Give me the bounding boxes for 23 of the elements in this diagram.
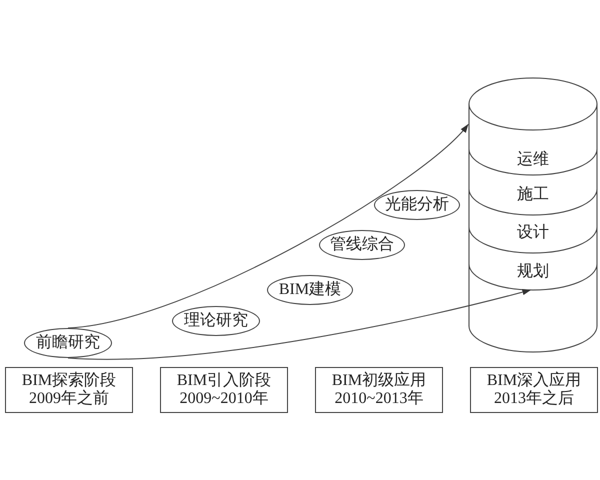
phase-period: 2009年之前 <box>29 390 109 408</box>
phase-period: 2010~2013年 <box>334 390 424 408</box>
phase-title: BIM探索阶段 <box>22 372 116 390</box>
layer-label: 设计 <box>468 215 598 251</box>
phase-box <box>470 367 598 413</box>
layer-label: 施工 <box>468 177 598 213</box>
phase-box <box>160 367 288 413</box>
topic-ellipse: 光能分析 <box>374 190 460 220</box>
arrow <box>68 124 469 328</box>
phase-period: 2013年之后 <box>494 390 574 408</box>
topic-ellipse: BIM建模 <box>267 275 353 305</box>
topic-ellipse: 管线综合 <box>319 230 405 260</box>
topic-ellipse: 前瞻研究 <box>24 328 112 358</box>
arrow <box>68 289 532 360</box>
topic-ellipse: 理论研究 <box>172 306 260 336</box>
layer-label: 规划 <box>468 254 598 290</box>
phase-title: BIM引入阶段 <box>176 372 272 390</box>
phase-box <box>315 367 443 413</box>
layer-label: 运维 <box>468 142 598 178</box>
phase-title: BIM初级应用 <box>332 372 426 390</box>
phase-period: 2009~2010年 <box>180 390 268 408</box>
phase-box <box>5 367 133 413</box>
phase-title: BIM深入应用 <box>486 372 582 390</box>
